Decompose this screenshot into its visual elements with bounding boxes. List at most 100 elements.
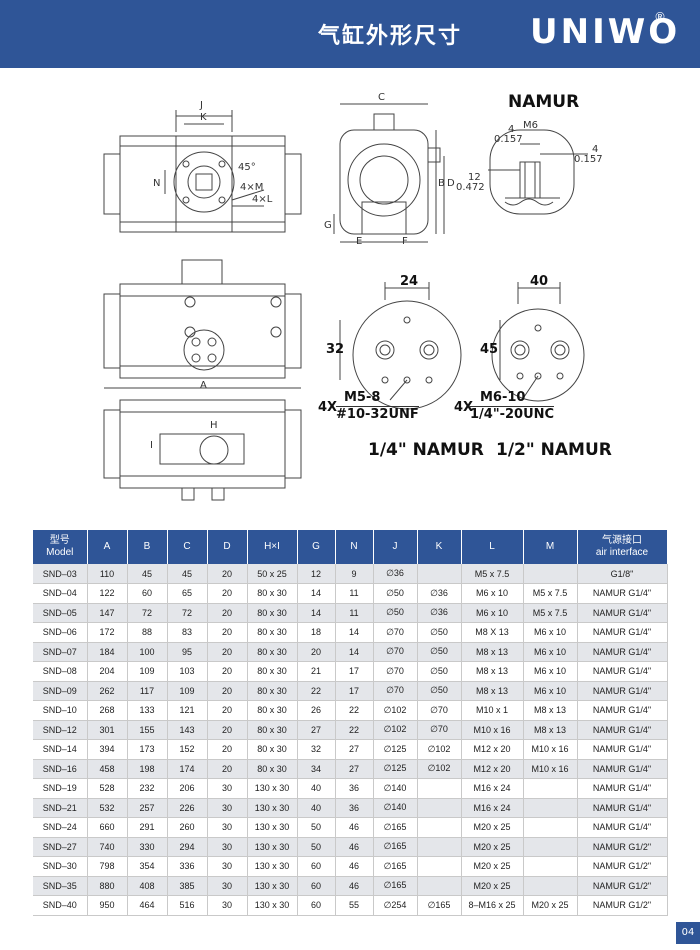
table-cell: 46 (335, 876, 374, 896)
table-cell: ∅102 (373, 720, 418, 740)
table-cell: 20 (207, 700, 248, 721)
namur-half-label: 1/2" NAMUR (496, 440, 612, 460)
table-cell: ∅36 (417, 583, 462, 604)
table-cell: NAMUR G1/4" (577, 622, 668, 643)
table-cell: ∅50 (417, 642, 462, 662)
table-cell: SND–35 (33, 876, 88, 896)
table-cell: NAMUR G1/4" (577, 681, 668, 701)
table-cell (523, 798, 578, 818)
table-cell: 257 (127, 798, 168, 818)
table-cell: ∅125 (373, 739, 418, 760)
namur-half-face (491, 308, 585, 402)
front-view-body (119, 283, 286, 379)
table-cell: 80 x 30 (247, 661, 298, 682)
table-cell: NAMUR G1/4" (577, 583, 668, 604)
table-cell: 155 (127, 720, 168, 740)
dim-label-e: E (356, 236, 363, 247)
thread-callout-2-top: M6-10 (480, 390, 526, 405)
table-cell (417, 837, 462, 857)
table-cell: ∅70 (417, 720, 462, 740)
table-cell: SND–07 (33, 642, 88, 662)
column-header-en: A (103, 541, 111, 552)
column-header-en: Model (46, 547, 74, 558)
table-cell: ∅140 (373, 798, 418, 818)
table-cell: ∅102 (373, 700, 418, 721)
table-cell: ∅70 (373, 661, 418, 682)
table-cell: ∅50 (373, 603, 418, 623)
table-cell: M6 x 10 (523, 681, 578, 701)
table-cell: 173 (127, 739, 168, 760)
table-cell: SND–03 (33, 564, 88, 584)
table-cell: 8–M16 x 25 (461, 895, 524, 916)
brand-logo: UNIWO (530, 12, 681, 52)
table-cell: NAMUR G1/4" (577, 759, 668, 779)
table-cell (523, 876, 578, 896)
table-cell: 268 (87, 700, 128, 721)
table-cell: NAMUR G1/4" (577, 603, 668, 623)
dim-label-f: F (402, 236, 408, 247)
table-cell: ∅50 (417, 681, 462, 701)
table-cell: 174 (167, 759, 208, 779)
table-cell: ∅165 (373, 817, 418, 838)
table-cell: SND–16 (33, 759, 88, 779)
dim-label-i: I (150, 440, 153, 451)
table-cell: 50 x 25 (247, 564, 298, 584)
column-header-4: D (207, 530, 248, 564)
table-cell: M20 x 25 (461, 876, 524, 896)
table-cell: M6 x 10 (523, 661, 578, 682)
dim-label-4m: 4×M (240, 182, 264, 193)
table-cell: 26 (297, 700, 336, 721)
table-cell: 18 (297, 622, 336, 643)
table-cell: 130 x 30 (247, 856, 298, 877)
table-cell: NAMUR G1/2" (577, 876, 668, 896)
dim-label-4a: 4 (508, 124, 515, 135)
table-cell: 291 (127, 817, 168, 838)
column-header-en: M (545, 541, 555, 552)
table-cell: ∅102 (417, 759, 462, 779)
table-cell: SND–19 (33, 778, 88, 799)
table-cell: 117 (127, 681, 168, 701)
table-cell: 204 (87, 661, 128, 682)
side-view-body (339, 129, 429, 235)
table-cell: M20 x 25 (461, 837, 524, 857)
dimension-drawing: NAMUR J K N 45° 4×M 4×L C D B G E F M6 4… (0, 70, 700, 525)
table-cell: 14 (297, 583, 336, 604)
table-cell: 385 (167, 876, 208, 896)
table-cell: NAMUR G1/4" (577, 700, 668, 721)
table-cell: 80 x 30 (247, 739, 298, 760)
table-cell: 46 (335, 817, 374, 838)
table-cell: SND–24 (33, 817, 88, 838)
page-title: 气缸外形尺寸 (318, 24, 463, 49)
table-cell: 60 (297, 895, 336, 916)
table-cell: 130 x 30 (247, 798, 298, 818)
column-header-10: L (461, 530, 524, 564)
dim-label-24: 24 (400, 274, 419, 289)
table-cell: 30 (207, 856, 248, 877)
table-cell: M8 x 13 (461, 642, 524, 662)
table-cell: 147 (87, 603, 128, 623)
table-cell (523, 778, 578, 799)
table-cell (417, 856, 462, 877)
table-cell: M8 X 13 (461, 622, 524, 643)
table-cell: 46 (335, 837, 374, 857)
table-cell: M10 x 16 (461, 720, 524, 740)
dim-label-k: K (200, 112, 207, 123)
table-cell: 80 x 30 (247, 622, 298, 643)
table-cell: M20 x 25 (523, 895, 578, 916)
table-cell: SND–30 (33, 856, 88, 877)
table-cell: M6 x 10 (461, 603, 524, 623)
namur-detail-block (489, 129, 575, 215)
table-cell: 60 (297, 876, 336, 896)
table-cell: 80 x 30 (247, 681, 298, 701)
table-cell: 50 (297, 817, 336, 838)
table-cell: 301 (87, 720, 128, 740)
table-cell: M8 x 13 (461, 661, 524, 682)
